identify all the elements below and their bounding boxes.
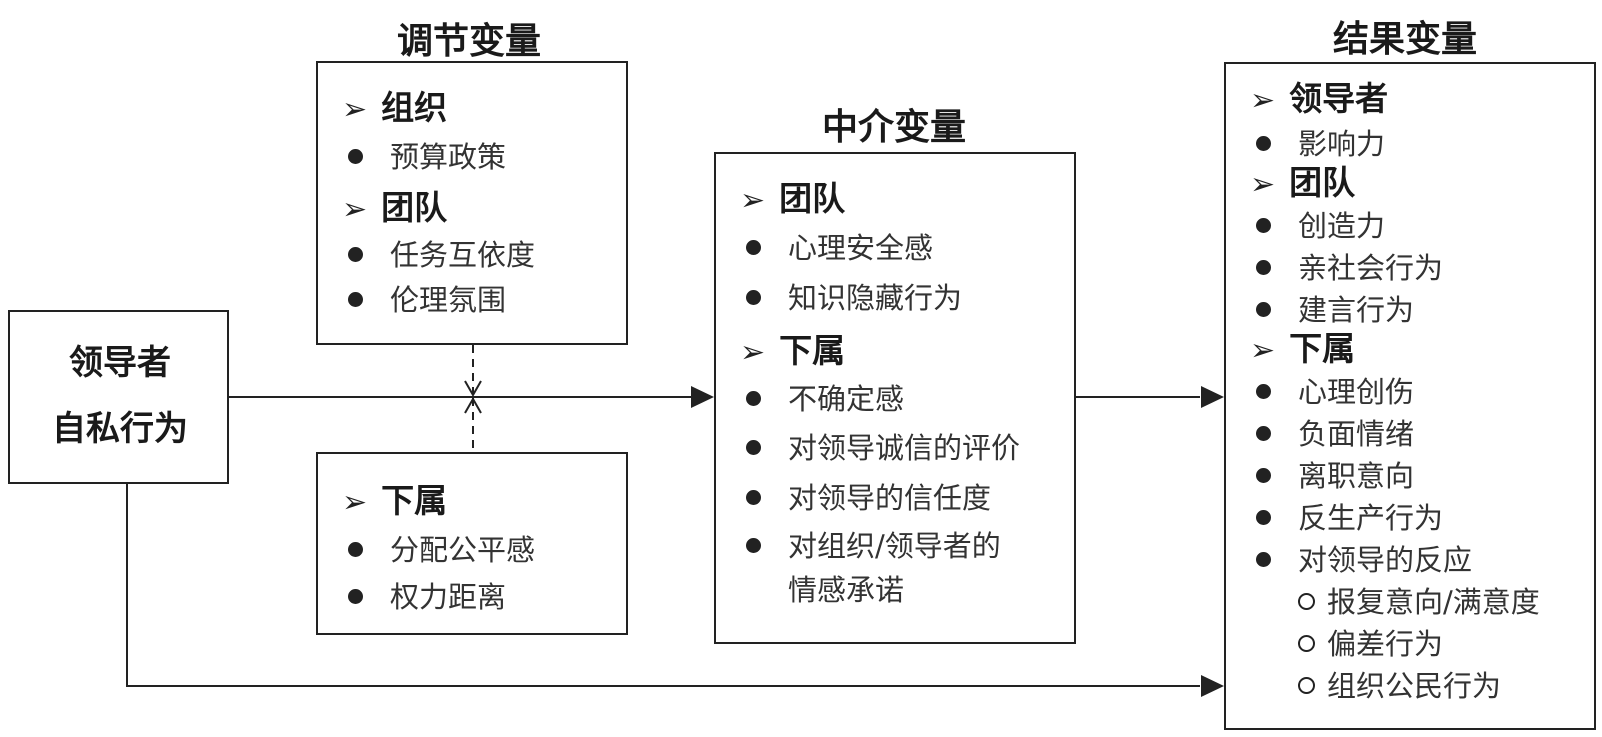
outcome-item-creativity: 创造力: [1256, 212, 1385, 241]
mediator-item-commitment-line2: 情感承诺: [788, 573, 905, 607]
moderator-item-task-interdependence: 任务互依度: [348, 241, 535, 270]
mediator-item-psych-safety: 心理安全感: [746, 234, 933, 263]
moderator-header-team: ➢团队: [342, 188, 448, 227]
mediator-title: 中介变量: [822, 107, 967, 148]
bullet-icon: [348, 148, 363, 164]
arrowhead-icon: ➢: [342, 92, 368, 127]
outcome-item-trauma: 心理创伤: [1256, 378, 1414, 407]
moderator-box-subordinate: ➢下属 分配公平感 权力距离: [316, 452, 628, 635]
outcome-subitem-ocb: 组织公民行为: [1298, 672, 1501, 701]
mediator-item-commitment-line1: 对组织/领导者的: [746, 532, 1001, 561]
outcome-box: ➢领导者 影响力 ➢团队 创造力 亲社会行为 建言行为 ➢下属 心理创伤 负面情…: [1224, 62, 1596, 730]
bullet-icon: [1256, 551, 1271, 567]
arrowhead-mediator: [691, 386, 714, 408]
outcome-subitem-deviance: 偏差行为: [1298, 630, 1443, 659]
hollow-circle-icon: [1298, 634, 1315, 652]
mediator-header-subordinate: ➢下属: [740, 331, 846, 370]
bullet-icon: [1256, 301, 1271, 317]
moderator-title: 调节变量: [397, 21, 542, 62]
outcome-item-turnover-intention: 离职意向: [1256, 462, 1414, 491]
moderator-item-ethical-climate: 伦理氛围: [348, 286, 506, 315]
bullet-icon: [1256, 467, 1271, 483]
bullet-icon: [348, 541, 363, 557]
outcome-header-subordinate: ➢下属: [1250, 329, 1356, 368]
bullet-icon: [1256, 509, 1271, 525]
moderator-bottom-arrowhead: [464, 396, 482, 414]
outcome-item-reaction-to-leader: 对领导的反应: [1256, 546, 1472, 575]
mediator-item-trust: 对领导的信任度: [746, 484, 991, 513]
bullet-icon: [746, 390, 761, 406]
hollow-circle-icon: [1298, 676, 1315, 694]
mediator-header-team: ➢团队: [740, 179, 846, 218]
bullet-icon: [746, 537, 761, 553]
outcome-header-team: ➢团队: [1250, 163, 1356, 202]
bullet-icon: [746, 289, 761, 305]
moderator-header-organization: ➢组织: [342, 88, 448, 127]
leader-line-2: 自私行为: [52, 409, 188, 449]
bullet-icon: [348, 246, 363, 262]
moderator-item-power-distance: 权力距离: [348, 583, 506, 612]
hollow-circle-icon: [1298, 592, 1315, 610]
bullet-icon: [746, 489, 761, 505]
bullet-icon: [348, 588, 363, 604]
outcome-subitem-revenge-satisfaction: 报复意向/满意度: [1298, 588, 1540, 617]
bullet-icon: [746, 439, 761, 455]
arrowhead-outcome-mid: [1201, 386, 1224, 408]
bullet-icon: [1256, 217, 1271, 233]
arrowhead-outcome-bottom: [1201, 675, 1224, 697]
moderator-box-organization-team: ➢组织 预算政策 ➢团队 任务互依度 伦理氛围: [316, 61, 628, 345]
arrowhead-icon: ➢: [1250, 167, 1276, 202]
outcome-header-leader: ➢领导者: [1250, 79, 1389, 118]
arrowhead-icon: ➢: [342, 485, 368, 520]
outcome-item-influence: 影响力: [1256, 130, 1385, 159]
outcome-item-negative-emotion: 负面情绪: [1256, 420, 1414, 449]
moderator-item-budget-policy: 预算政策: [348, 143, 506, 172]
bullet-icon: [1256, 135, 1271, 151]
leader-selfish-behavior-box: 领导者 自私行为: [8, 310, 229, 484]
bullet-icon: [348, 291, 363, 307]
outcome-title: 结果变量: [1333, 19, 1478, 60]
mediator-item-integrity-eval: 对领导诚信的评价: [746, 434, 1020, 463]
moderator-item-distributive-fairness: 分配公平感: [348, 536, 535, 565]
bullet-icon: [1256, 383, 1271, 399]
arrowhead-icon: ➢: [1250, 83, 1276, 118]
leader-line-1: 领导者: [69, 343, 171, 383]
bullet-icon: [1256, 259, 1271, 275]
moderator-header-subordinate: ➢下属: [342, 481, 448, 520]
outcome-item-voice: 建言行为: [1256, 296, 1414, 325]
arrow-leader-to-outcome-direct: [126, 484, 1200, 687]
arrowhead-icon: ➢: [342, 192, 368, 227]
bullet-icon: [746, 239, 761, 255]
arrowhead-icon: ➢: [740, 183, 766, 218]
arrowhead-icon: ➢: [740, 335, 766, 370]
arrowhead-icon: ➢: [1250, 333, 1276, 368]
mediator-item-knowledge-hiding: 知识隐藏行为: [746, 284, 962, 313]
outcome-item-prosocial: 亲社会行为: [1256, 254, 1443, 283]
outcome-item-counterproductive: 反生产行为: [1256, 504, 1443, 533]
moderator-top-arrowhead: [464, 380, 482, 398]
mediator-box: ➢团队 心理安全感 知识隐藏行为 ➢下属 不确定感 对领导诚信的评价 对领导的信…: [714, 152, 1076, 644]
mediator-item-uncertainty: 不确定感: [746, 385, 904, 414]
bullet-icon: [1256, 425, 1271, 441]
